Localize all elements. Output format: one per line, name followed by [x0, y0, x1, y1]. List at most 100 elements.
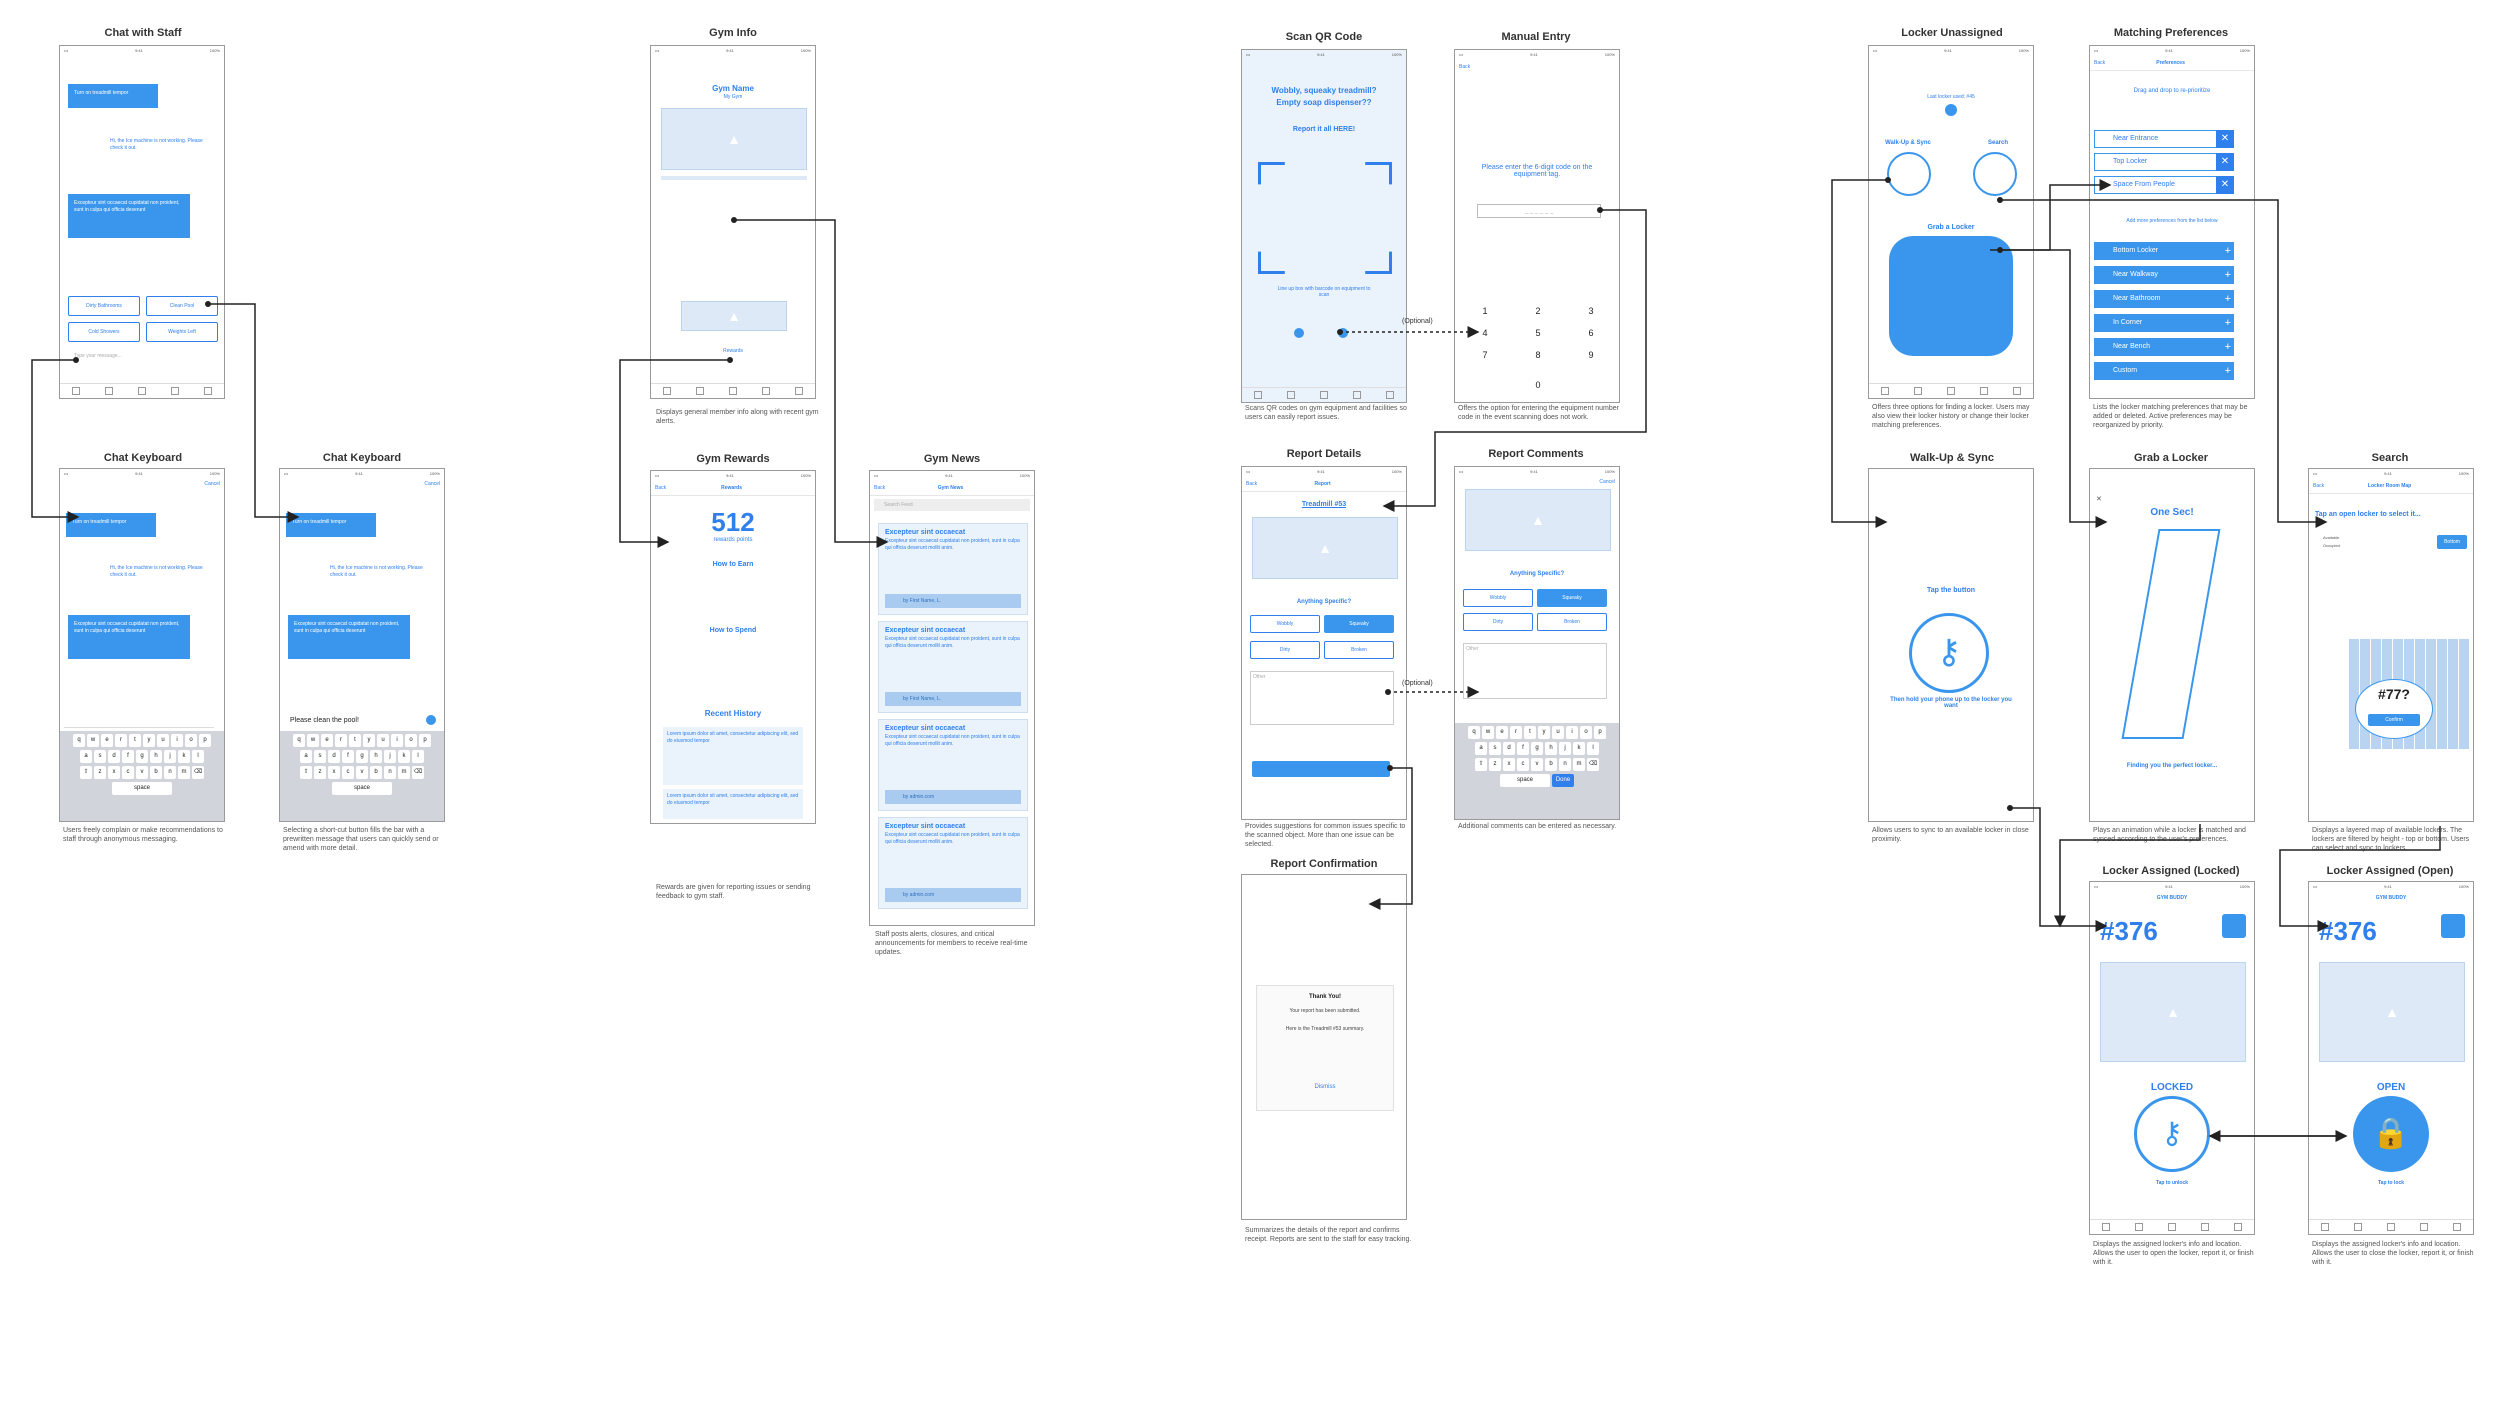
walkup-label: Walk-Up & Sync [1885, 140, 1931, 146]
back-button[interactable]: Back [2313, 483, 2325, 489]
done-key[interactable]: Done [1552, 774, 1574, 787]
lock-button[interactable]: 🔒 [2353, 1096, 2429, 1172]
key-0[interactable]: 0 [1535, 380, 1541, 390]
key-9[interactable]: 9 [1588, 350, 1594, 360]
remove-icon[interactable]: ✕ [2216, 176, 2234, 194]
screen-description: Plays an animation while a locker is mat… [2093, 827, 2246, 843]
option-wobbly[interactable]: Wobbly [1250, 615, 1320, 633]
remove-icon[interactable]: ✕ [2216, 130, 2234, 148]
tab-bar[interactable] [60, 383, 224, 398]
locker-popup[interactable]: #77? Confirm [2355, 679, 2433, 739]
tab-bar[interactable] [1869, 383, 2033, 398]
equipment-image [1465, 489, 1611, 551]
option-broken[interactable]: Broken [1537, 613, 1607, 631]
pref-space-from-people[interactable]: Space From People✕ [2094, 176, 2234, 194]
search-input[interactable]: Search Feed [874, 499, 1030, 511]
key-1[interactable]: 1 [1482, 306, 1488, 316]
pref-near-bathroom[interactable]: Near Bathroom+ [2094, 290, 2234, 308]
specific-question: Anything Specific? [1296, 599, 1352, 605]
report-icon[interactable] [2441, 914, 2465, 938]
locker-number: #376 [2100, 916, 2158, 946]
tab-bar[interactable] [1242, 387, 1406, 402]
rewards-link[interactable]: Rewards [723, 348, 743, 354]
dismiss-button[interactable]: Dismiss [1314, 1084, 1336, 1090]
message-input[interactable] [64, 717, 214, 728]
quick-reply-clean-pool[interactable]: Clean Pool [146, 296, 218, 316]
report-icon[interactable] [2222, 914, 2246, 938]
grab-locker-button[interactable] [1889, 236, 2013, 356]
key-4[interactable]: 4 [1482, 328, 1488, 338]
tab-bar[interactable] [651, 383, 815, 398]
add-icon[interactable]: + [2224, 293, 2231, 305]
flash-icon[interactable] [1294, 328, 1304, 338]
option-squeaky[interactable]: Squeaky [1324, 615, 1394, 633]
option-wobbly[interactable]: Wobbly [1463, 589, 1533, 607]
option-dirty[interactable]: Dirty [1250, 641, 1320, 659]
tab-bar[interactable] [2309, 1219, 2473, 1234]
key-2[interactable]: 2 [1535, 306, 1541, 316]
add-icon[interactable]: + [2224, 365, 2231, 377]
pref-in-corner[interactable]: In Corner+ [2094, 314, 2234, 332]
cancel-link[interactable]: Cancel [204, 481, 220, 487]
other-input[interactable]: Other [1250, 671, 1394, 725]
pref-near-entrance[interactable]: Near Entrance✕ [2094, 130, 2234, 148]
key-3[interactable]: 3 [1588, 306, 1594, 316]
unlock-button[interactable]: ⚷ [2134, 1096, 2210, 1172]
submit-report-button[interactable] [1252, 761, 1390, 777]
key-8[interactable]: 8 [1535, 350, 1541, 360]
tab-bar[interactable] [2090, 1219, 2254, 1234]
add-icon[interactable]: + [2224, 245, 2231, 257]
history-icon[interactable] [1945, 104, 1957, 116]
pref-bottom-locker[interactable]: Bottom Locker+ [2094, 242, 2234, 260]
option-dirty[interactable]: Dirty [1463, 613, 1533, 631]
back-button[interactable]: Back [1246, 481, 1258, 487]
back-button[interactable]: Back [2094, 60, 2106, 66]
add-icon[interactable]: + [2224, 341, 2231, 353]
screen-description: Displays general member info along with … [656, 409, 819, 425]
gym-hours [661, 176, 807, 290]
key-sync-button[interactable]: ⚷ [1909, 613, 1989, 693]
quick-reply-cold-showers[interactable]: Cold Showers [68, 322, 140, 342]
pref-near-walkway[interactable]: Near Walkway+ [2094, 266, 2234, 284]
confirm-button[interactable]: Confirm [2368, 714, 2420, 726]
equipment-name[interactable]: Treadmill #53 [1301, 501, 1347, 508]
message-input[interactable]: Type your message... [74, 353, 122, 359]
rewards-points-label: rewards points [713, 537, 753, 543]
scan-frame[interactable] [1258, 162, 1392, 274]
back-button[interactable]: Back [1459, 64, 1471, 70]
manual-entry-icon[interactable] [1338, 328, 1348, 338]
back-button[interactable]: Back [874, 485, 886, 491]
remove-icon[interactable]: ✕ [2216, 153, 2234, 171]
quick-reply-weights-left[interactable]: Weights Left [146, 322, 218, 342]
key-5[interactable]: 5 [1535, 328, 1541, 338]
close-icon[interactable]: ✕ [2096, 496, 2102, 503]
pref-custom[interactable]: Custom+ [2094, 362, 2234, 380]
key-6[interactable]: 6 [1588, 328, 1594, 338]
pref-top-locker[interactable]: Top Locker✕ [2094, 153, 2234, 171]
walkup-sync-button[interactable] [1887, 152, 1931, 196]
send-icon[interactable] [426, 715, 436, 725]
key-7[interactable]: 7 [1482, 350, 1488, 360]
code-input[interactable]: _ _ _ _ _ _ [1477, 204, 1601, 218]
add-icon[interactable]: + [2224, 317, 2231, 329]
back-button[interactable]: Back [655, 485, 667, 491]
message-input[interactable]: Please clean the pool! [290, 717, 359, 724]
search-button[interactable] [1973, 152, 2017, 196]
add-icon[interactable]: + [2224, 269, 2231, 281]
quick-reply-dirty-bathrooms[interactable]: Dirty Bathrooms [68, 296, 140, 316]
other-input[interactable]: Other [1463, 643, 1607, 699]
screen-title-search: Search [2371, 452, 2409, 464]
option-squeaky[interactable]: Squeaky [1537, 589, 1607, 607]
cancel-link[interactable]: Cancel [424, 481, 440, 487]
filter-bottom[interactable]: Bottom [2437, 535, 2467, 549]
pref-near-bench[interactable]: Near Bench+ [2094, 338, 2234, 356]
cancel-link[interactable]: Cancel [1599, 479, 1615, 485]
option-broken[interactable]: Broken [1324, 641, 1394, 659]
